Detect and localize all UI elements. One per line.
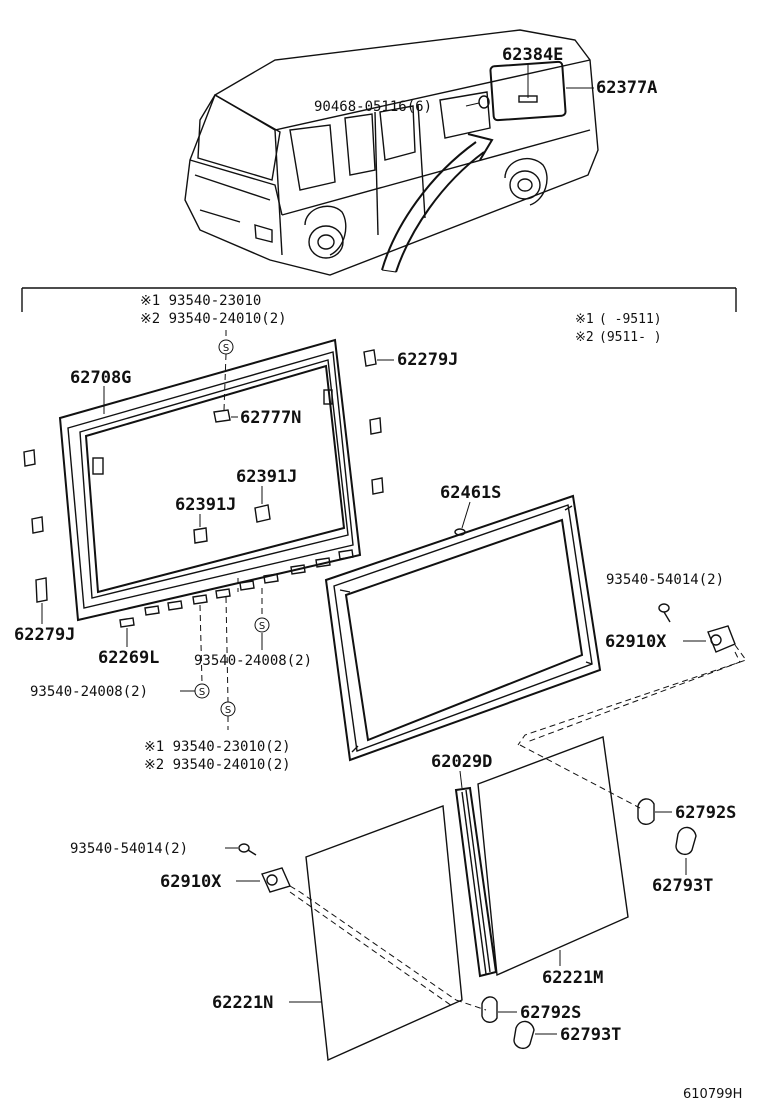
stopper-62910X-left [261, 867, 291, 893]
label-62391J-b: 62391J [236, 467, 297, 487]
vehicle-illustration [184, 29, 599, 276]
weatherstrip-62461S [324, 494, 602, 762]
pad-62793T-right [675, 826, 697, 856]
runner-62792S-bottom [481, 996, 498, 1023]
note-1-mark: ※1 [575, 312, 594, 327]
pad-62793T-bottom [513, 1020, 535, 1050]
label-62279J-bottom: 62279J [14, 625, 75, 645]
label-62391J-a: 62391J [175, 495, 236, 515]
label-62792S-right: 62792S [675, 803, 736, 823]
runner-62792S-right [637, 798, 655, 825]
screw-symbol: S [194, 683, 210, 699]
label-62384E: 62384E [502, 45, 563, 65]
glass-panel-62221M [477, 736, 629, 977]
glass-run-62029D [454, 786, 498, 978]
label-62777N: 62777N [240, 408, 301, 428]
screw-symbol: S [220, 701, 236, 717]
screw-symbol: S [218, 339, 234, 355]
label-62793T-bottom: 62793T [560, 1025, 621, 1045]
label-62377A: 62377A [596, 78, 657, 98]
svg-text:S: S [223, 343, 229, 354]
label-93540-24008-right: 93540-24008(2) [194, 653, 312, 669]
label-93540-54014-left: 93540-54014(2) [70, 841, 188, 857]
screw-symbol: S [254, 617, 270, 633]
label-93540-24008-left: 93540-24008(2) [30, 684, 148, 700]
svg-text:S: S [225, 705, 231, 716]
label-62221M: 62221M [542, 968, 603, 988]
label-62910X-left: 62910X [160, 872, 222, 892]
part-62391J-b-shape [254, 504, 271, 523]
note-1-range: ( -9511) [599, 312, 662, 327]
label-foot-note2-93540-24010: ※2 93540-24010(2) [144, 757, 291, 773]
bolt-93540-54014-left [225, 843, 257, 856]
part-62391J-a-shape [193, 527, 208, 544]
svg-text:S: S [259, 621, 265, 632]
label-62793T-right: 62793T [652, 876, 713, 896]
label-62910X-right: 62910X [605, 632, 667, 652]
label-62221N: 62221N [212, 993, 273, 1013]
label-62461S: 62461S [440, 483, 501, 503]
label-62792S-bottom: 62792S [520, 1003, 581, 1023]
label-62279J-top: 62279J [397, 350, 458, 370]
window-frame-62708G [58, 338, 362, 622]
label-62269L: 62269L [98, 648, 159, 668]
label-62708G: 62708G [70, 368, 131, 388]
label-62029D: 62029D [431, 752, 492, 772]
assembly-bracket [21, 287, 737, 312]
bolt-93540-54014-right [658, 603, 671, 623]
label-foot-note1-93540-23010: ※1 93540-23010(2) [144, 739, 291, 755]
spacer-pads-62269L [119, 549, 354, 628]
label-90468-05116: 90468-05116(6) [314, 99, 432, 115]
label-93540-54014-right: 93540-54014(2) [606, 572, 724, 588]
glass-panel-62221N [305, 805, 463, 1062]
svg-text:S: S [199, 687, 205, 698]
note-2-range: (9511- ) [599, 330, 662, 345]
label-head-note2-93540-24010: ※2 93540-24010(2) [140, 311, 287, 327]
clip-parts-62279J [23, 349, 384, 603]
note-2-mark: ※2 [575, 330, 594, 345]
stopper-62910X-right [707, 625, 736, 653]
reference-code: 610799H [683, 1087, 742, 1102]
label-head-note1-93540-23010: ※1 93540-23010 [140, 293, 261, 309]
part-62777N-shape [213, 409, 231, 423]
